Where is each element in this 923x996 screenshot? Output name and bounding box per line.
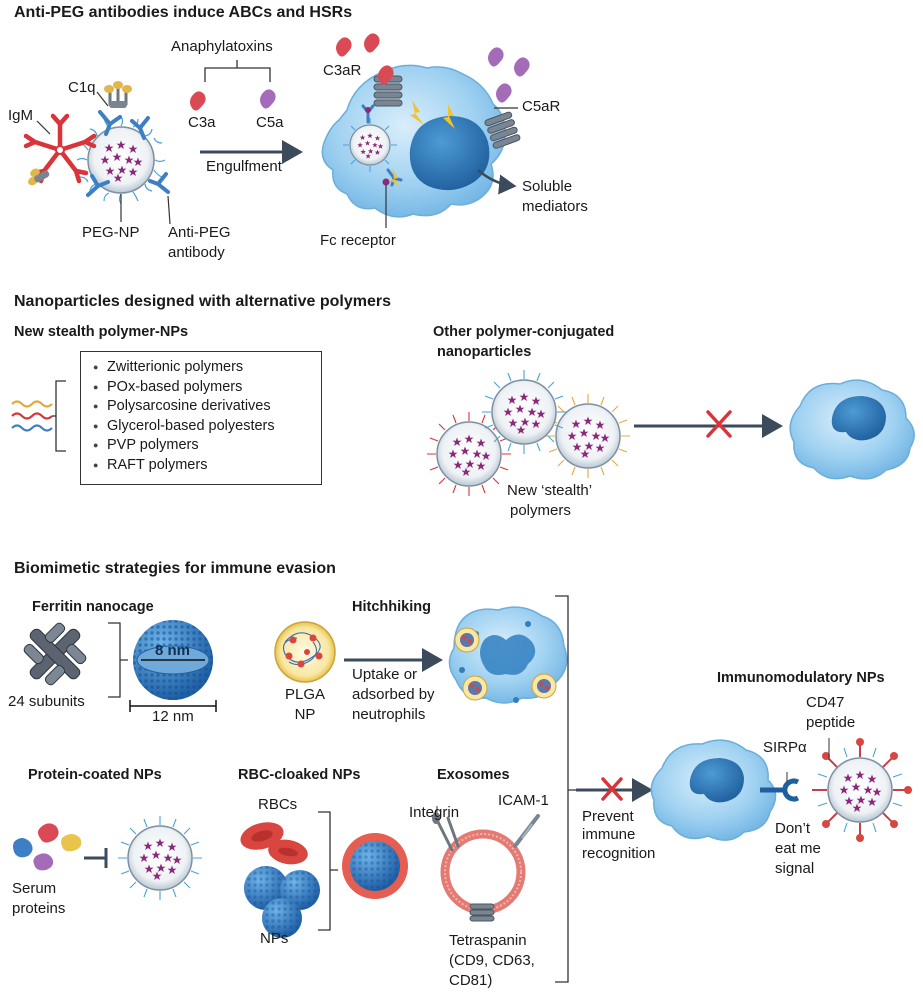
protein-coated-np <box>118 816 202 900</box>
peg-nanoparticle <box>76 115 166 205</box>
rbc-cloaked-np <box>342 833 408 899</box>
prevent-label-3: recognition <box>582 845 656 862</box>
cd47-label-2: peptide <box>806 714 856 731</box>
rbc-cloaked-title: RBC-cloaked NPs <box>238 767 361 783</box>
new-stealth-label-2: polymers <box>510 502 571 519</box>
exosomes-title: Exosomes <box>437 767 510 783</box>
cd47-label-1: CD47 <box>806 694 845 711</box>
c5a-label: C5a <box>256 114 284 131</box>
stealth-title: New stealth polymer-NPs <box>14 324 189 340</box>
ferritin-nanocage <box>133 620 213 700</box>
tetraspanin-label-3: CD81) <box>449 972 493 989</box>
nm8-label: 8 nm <box>155 642 191 659</box>
dont-eat-label-2: eat me <box>775 840 821 857</box>
tetraspanin-label-1: Tetraspanin <box>449 932 527 949</box>
anaphylatoxins-label: Anaphylatoxins <box>171 38 273 55</box>
engulfment-label: Engulfment <box>206 158 282 175</box>
polymer-item: POx-based polymers <box>93 378 309 398</box>
red-blood-cells <box>240 822 308 865</box>
serum-label-1: Serum <box>12 880 57 897</box>
section3-heading: Biomimetic strategies for immune evasion <box>14 560 336 577</box>
c5a-peptide <box>260 89 276 109</box>
polymer-waves <box>11 400 53 432</box>
immunomodulatory-title: Immunomodulatory NPs <box>717 670 885 686</box>
uptake-label-3: neutrophils <box>352 706 426 723</box>
prevent-label-1: Prevent <box>582 808 634 825</box>
other-title-2: nanoparticles <box>437 344 532 360</box>
uptake-label-2: adsorbed by <box>352 686 435 703</box>
prevent-label-2: immune <box>582 826 636 843</box>
soluble-label-2: mediators <box>522 198 588 215</box>
nm12-label: 12 nm <box>152 708 194 725</box>
tetraspanin-label-2: (CD9, CD63, <box>449 952 535 969</box>
rbcs-label: RBCs <box>258 796 298 813</box>
c3a-label: C3a <box>188 114 216 131</box>
icam-label: ICAM-1 <box>498 792 549 809</box>
c1q-label: C1q <box>68 79 96 96</box>
c3a-peptide <box>190 91 206 111</box>
macrophage-3 <box>650 739 777 841</box>
section2-heading: Nanoparticles designed with alternative … <box>14 293 391 310</box>
plga-label-1: PLGA <box>284 686 326 703</box>
polymer-list: Zwitterionic polymers POx-based polymers… <box>81 352 321 482</box>
section1-heading: Anti-PEG antibodies induce ABCs and HSRs <box>14 4 353 21</box>
np-blue-polymer <box>482 370 566 454</box>
serum-label-2: proteins <box>12 900 66 917</box>
polymer-item: RAFT polymers <box>93 456 309 476</box>
fc-receptor-label: Fc receptor <box>320 232 396 249</box>
soluble-label-1: Soluble <box>522 178 573 195</box>
hitchhiking-title: Hitchhiking <box>352 599 431 615</box>
peg-np-label: PEG-NP <box>82 224 140 241</box>
anti-peg-label-1: Anti-PEG <box>168 224 231 241</box>
plga-label-2: NP <box>294 706 316 723</box>
tetraspanin <box>469 903 495 922</box>
serum-proteins <box>13 823 82 871</box>
polymer-item: PVP polymers <box>93 436 309 456</box>
protein-coated-title: Protein-coated NPs <box>28 767 162 783</box>
polymer-item: Polysarcosine derivatives <box>93 397 309 417</box>
c5ar-receptor <box>484 111 521 149</box>
sirpa-label: SIRPα <box>763 739 807 756</box>
ferritin-title: Ferritin nanocage <box>32 599 154 615</box>
integrin <box>436 816 460 852</box>
polymer-item: Glycerol-based polyesters <box>93 417 309 437</box>
dont-eat-label-3: signal <box>775 860 815 877</box>
nps-blue <box>244 866 320 938</box>
polymer-item: Zwitterionic polymers <box>93 358 309 378</box>
hitchhiking-nps <box>454 627 557 701</box>
new-stealth-label-1: New ‘stealth’ <box>507 482 593 499</box>
np-red-polymer <box>427 412 511 496</box>
anti-peg-label-2: antibody <box>168 244 225 261</box>
igm-label: IgM <box>8 107 34 124</box>
dont-eat-label-1: Don’t <box>775 820 811 837</box>
subunits-label: 24 subunits <box>8 693 85 710</box>
immunomodulatory-np <box>812 738 912 842</box>
integrin-label: Integrin <box>409 804 460 821</box>
np-yellow-polymer <box>546 394 630 478</box>
uptake-label-1: Uptake or <box>352 666 418 683</box>
macrophage <box>321 64 506 218</box>
macrophage-2 <box>789 379 915 480</box>
other-title-1: Other polymer-conjugated <box>433 324 615 340</box>
c3ar-label: C3aR <box>323 62 362 79</box>
polymer-list-box: Zwitterionic polymers POx-based polymers… <box>80 351 322 485</box>
plga-nanoparticle <box>274 621 336 683</box>
ferritin-subunits <box>23 622 87 686</box>
nps-label: NPs <box>260 930 289 947</box>
c5ar-label: C5aR <box>522 98 561 115</box>
c1q-complex <box>104 81 132 108</box>
